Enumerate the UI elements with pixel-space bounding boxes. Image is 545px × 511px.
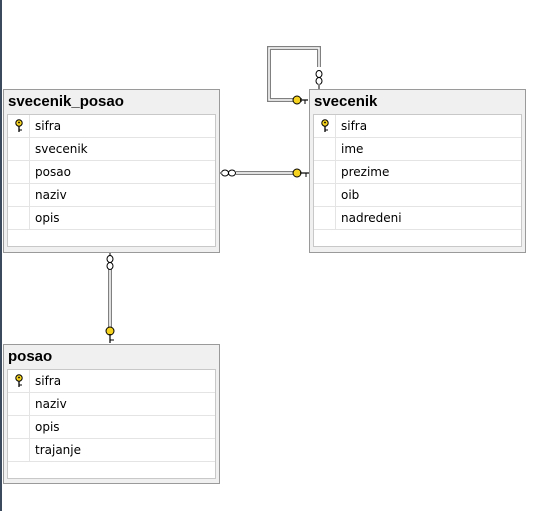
- column-name: nadredeni: [341, 211, 402, 225]
- many-end-icon: [315, 77, 323, 85]
- column-row[interactable]: oib: [314, 184, 521, 207]
- primary-key-icon: [15, 374, 23, 387]
- relationship-svecenik_posao-svecenik[interactable]: [219, 168, 310, 178]
- column-row[interactable]: prezime: [314, 161, 521, 184]
- many-end-icon: [106, 255, 114, 263]
- column-name: naziv: [35, 397, 67, 411]
- window-edge: [0, 0, 2, 511]
- column-row[interactable]: opis: [8, 207, 215, 230]
- many-end-icon: [221, 169, 229, 177]
- primary-key-icon: [15, 119, 23, 132]
- column-row[interactable]: naziv: [8, 393, 215, 416]
- column-name: naziv: [35, 188, 67, 202]
- column-name: sifra: [341, 119, 368, 133]
- table-svecenik[interactable]: svecenik sifra ime prezime oib nadredeni: [309, 89, 526, 253]
- key-end-icon: [105, 326, 115, 343]
- table-title: svecenik: [314, 93, 378, 110]
- column-name: trajanje: [35, 443, 82, 457]
- column-row[interactable]: sifra: [314, 115, 521, 138]
- column-name: prezime: [341, 165, 390, 179]
- primary-key-icon: [321, 119, 329, 132]
- column-list: sifra ime prezime oib nadredeni: [313, 114, 522, 247]
- many-end-icon: [106, 262, 114, 270]
- table-svecenik_posao[interactable]: svecenik_posao sifra svecenik posao nazi…: [3, 89, 220, 253]
- column-name: ime: [341, 142, 364, 156]
- column-row[interactable]: svecenik: [8, 138, 215, 161]
- column-name: oib: [341, 188, 360, 202]
- column-row[interactable]: sifra: [8, 115, 215, 138]
- column-name: posao: [35, 165, 71, 179]
- column-list: sifra svecenik posao naziv opis: [7, 114, 216, 247]
- column-name: opis: [35, 211, 60, 225]
- column-row[interactable]: trajanje: [8, 439, 215, 462]
- column-row[interactable]: opis: [8, 416, 215, 439]
- many-end-icon: [228, 169, 236, 177]
- table-title: svecenik_posao: [8, 93, 124, 110]
- relationship-svecenik-self[interactable]: [267, 46, 323, 105]
- many-end-icon: [315, 70, 323, 78]
- column-list: sifra naziv opis trajanje: [7, 369, 216, 479]
- column-name: opis: [35, 420, 60, 434]
- column-row[interactable]: sifra: [8, 370, 215, 393]
- column-name: sifra: [35, 119, 62, 133]
- column-name: sifra: [35, 374, 62, 388]
- column-row[interactable]: nadredeni: [314, 207, 521, 230]
- table-title: posao: [8, 348, 53, 365]
- column-name: svecenik: [35, 142, 88, 156]
- key-end-icon: [292, 95, 308, 105]
- column-row[interactable]: posao: [8, 161, 215, 184]
- column-row[interactable]: naziv: [8, 184, 215, 207]
- table-posao[interactable]: posao sifra naziv opis trajanje: [3, 344, 220, 484]
- key-end-icon: [292, 168, 310, 178]
- relationship-svecenik_posao-posao[interactable]: [105, 252, 115, 343]
- column-row[interactable]: ime: [314, 138, 521, 161]
